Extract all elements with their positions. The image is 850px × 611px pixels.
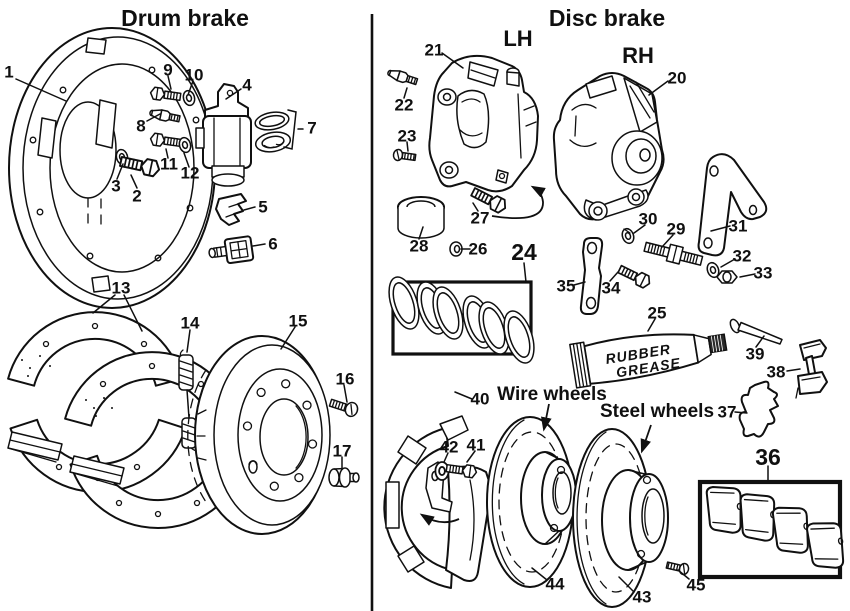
- drum-brake-title: Drum brake: [121, 5, 249, 31]
- wire-wheels-label: Wire wheels: [497, 384, 607, 405]
- callout-21: 21: [425, 41, 444, 60]
- callout-23: 23: [398, 127, 417, 146]
- lh-label: LH: [503, 26, 532, 51]
- part-20-caliper-rh: [552, 72, 665, 221]
- part-34-bolt: [616, 262, 654, 291]
- callout-31: 31: [729, 217, 748, 236]
- callout-9: 9: [163, 61, 172, 80]
- part-22-bleed-screw: [385, 66, 419, 88]
- callout-11: 11: [160, 155, 178, 174]
- callout-39: 39: [746, 345, 765, 364]
- part-24-seal-kit-box: [388, 276, 535, 364]
- part-6-adjuster: [208, 235, 255, 265]
- callout-1: 1: [4, 63, 13, 82]
- part-33-nut: [716, 270, 738, 284]
- callout-25: 25: [648, 304, 667, 323]
- disc-brake-title: Disc brake: [549, 5, 665, 31]
- part-38-anti-rattle-clip: [795, 339, 828, 399]
- callout-6: 6: [268, 235, 277, 254]
- part-35-link: [579, 237, 604, 315]
- part-13-brake-shoes: [7, 311, 247, 529]
- callout-40: 40: [471, 390, 490, 409]
- direction-arrows: [419, 185, 652, 526]
- callout-5: 5: [258, 198, 267, 217]
- callout-8: 8: [136, 117, 145, 136]
- callout-35: 35: [557, 277, 576, 296]
- callout-28: 28: [410, 237, 429, 256]
- part-14-return-spring: [178, 349, 201, 452]
- part-25-grease-tube: RUBBER GREASE: [569, 333, 728, 389]
- part-17-plug: [328, 467, 360, 488]
- callout-22: 22: [395, 96, 414, 115]
- callout-2: 2: [132, 187, 141, 206]
- steel-wheels-label: Steel wheels: [600, 401, 714, 422]
- part-39-retaining-pin: [729, 318, 783, 345]
- part-15-brake-drum: [187, 335, 331, 535]
- callout-3: 3: [111, 177, 120, 196]
- callout-41: 41: [467, 436, 486, 455]
- callout-16: 16: [336, 370, 355, 389]
- callout-38: 38: [767, 363, 786, 382]
- part-40-dust-shield: [383, 415, 495, 589]
- part-5-retainer-clip: [215, 193, 247, 226]
- part-30-washer: [619, 226, 637, 246]
- callout-20: 20: [668, 69, 687, 88]
- callout-34: 34: [602, 279, 621, 298]
- part-37-shim: [738, 380, 779, 438]
- callout-32: 32: [733, 247, 752, 266]
- rh-label: RH: [622, 43, 654, 68]
- callout-14: 14: [181, 314, 200, 333]
- part-43-disc-steel: [572, 428, 669, 608]
- part-7-seal-kit: [254, 109, 297, 153]
- part-26-nut: [449, 241, 463, 257]
- callout-15: 15: [289, 312, 308, 331]
- callout-30: 30: [639, 210, 658, 229]
- callout-42: 42: [440, 438, 459, 457]
- part-29-stud: [643, 241, 704, 266]
- callout-33: 33: [754, 264, 773, 283]
- part-4-wheel-cylinder: [195, 83, 252, 187]
- part-31-bracket: [697, 153, 768, 257]
- callout-45: 45: [687, 576, 706, 595]
- part-28-dust-seal: [397, 196, 445, 239]
- callout-17: 17: [333, 442, 352, 461]
- callout-27: 27: [471, 209, 490, 228]
- callout-12: 12: [181, 164, 200, 183]
- callout-26: 26: [469, 240, 488, 259]
- callout-7: 7: [307, 119, 316, 138]
- callout-44: 44: [546, 575, 565, 594]
- lining-speckles: [21, 355, 113, 417]
- part-16-drum-screw: [328, 398, 359, 418]
- callout-10: 10: [185, 66, 204, 85]
- part-45-screw: [664, 558, 691, 577]
- callout-43: 43: [633, 588, 652, 607]
- callout-37: 37: [718, 403, 737, 422]
- part-23-screw: [392, 148, 417, 164]
- callout-24: 24: [511, 239, 537, 265]
- part-44-disc-wire: [486, 416, 577, 588]
- callout-36: 36: [755, 444, 781, 470]
- part-21-caliper-lh: [428, 54, 539, 193]
- callout-29: 29: [667, 220, 686, 239]
- part-36-pad-set-box: [697, 479, 850, 580]
- part-1-backplate: [8, 27, 216, 309]
- leader-lines: [15, 52, 801, 593]
- callout-4: 4: [242, 76, 252, 95]
- callout-13: 13: [112, 279, 131, 298]
